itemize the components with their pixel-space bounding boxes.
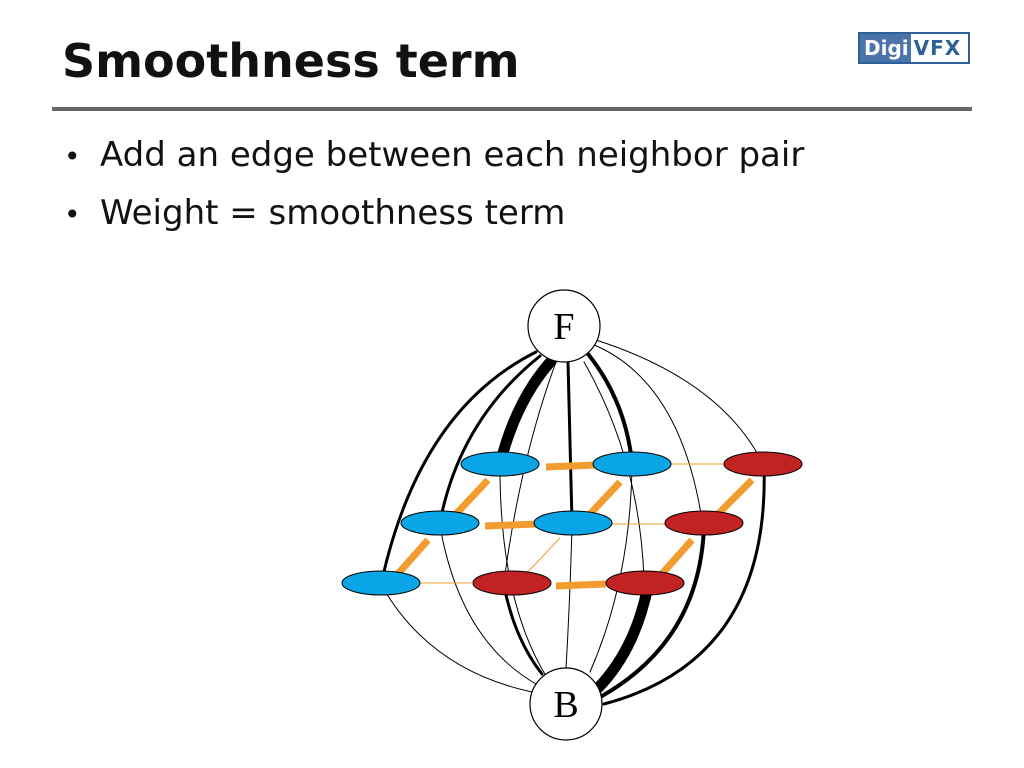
bullet-item: • Add an edge between each neighbor pair xyxy=(64,127,804,185)
bullet-dot-icon: • xyxy=(64,140,81,173)
sink-edge xyxy=(565,525,573,669)
bullet-text: Add an edge between each neighbor pair xyxy=(100,135,805,175)
sink-edges xyxy=(381,464,766,706)
bullet-text: Weight = smoothness term xyxy=(100,193,566,233)
pixel-node xyxy=(664,510,744,536)
pixel-node xyxy=(605,570,685,596)
source-edges xyxy=(380,339,763,583)
neighbor-edge xyxy=(657,537,695,579)
sink-edge xyxy=(502,584,544,676)
pixel-node xyxy=(472,570,552,596)
sink-node: B xyxy=(529,667,603,741)
logo-text-digi: Digi xyxy=(860,34,911,62)
neighbor-edges xyxy=(393,461,755,590)
sink-node-label: B xyxy=(553,684,578,726)
title-divider xyxy=(52,107,972,111)
neighbor-edge xyxy=(545,461,597,471)
neighbor-edge xyxy=(523,537,561,577)
neighbor-edge xyxy=(715,477,755,517)
pixel-node xyxy=(592,451,672,477)
source-edge xyxy=(591,343,703,521)
neighbor-edge xyxy=(587,479,623,517)
sink-edge xyxy=(602,464,766,706)
source-edge xyxy=(380,350,538,582)
neighbor-edge xyxy=(393,537,431,579)
pixel-node xyxy=(460,451,540,477)
neighbor-edge xyxy=(484,520,539,530)
pixel-node xyxy=(341,570,421,596)
graph-cut-diagram: F B xyxy=(341,289,803,741)
bullet-dot-icon: • xyxy=(64,198,81,231)
pixel-node xyxy=(723,451,803,477)
digivfx-logo: Digi VFX xyxy=(858,32,970,64)
source-edge xyxy=(595,339,763,463)
sink-edge xyxy=(439,525,537,685)
source-edge xyxy=(566,360,574,524)
sink-edge xyxy=(381,585,533,693)
bullet-item: • Weight = smoothness term xyxy=(64,185,804,243)
sink-edge xyxy=(600,524,706,698)
neighbor-edge xyxy=(555,580,607,590)
logo-text-vfx: VFX xyxy=(913,36,962,60)
source-edge xyxy=(586,352,634,464)
bullet-list: • Add an edge between each neighbor pair… xyxy=(64,127,804,243)
source-edge xyxy=(494,354,558,470)
slide-title: Smoothness term xyxy=(62,34,520,88)
pixel-node xyxy=(533,510,613,536)
sink-edge xyxy=(592,580,654,694)
source-node-label: F xyxy=(553,306,574,348)
source-edge xyxy=(438,354,542,524)
neighbor-edge xyxy=(453,477,491,517)
pixel-nodes xyxy=(341,451,803,596)
source-node: F xyxy=(527,289,601,363)
pixel-node xyxy=(400,510,480,536)
